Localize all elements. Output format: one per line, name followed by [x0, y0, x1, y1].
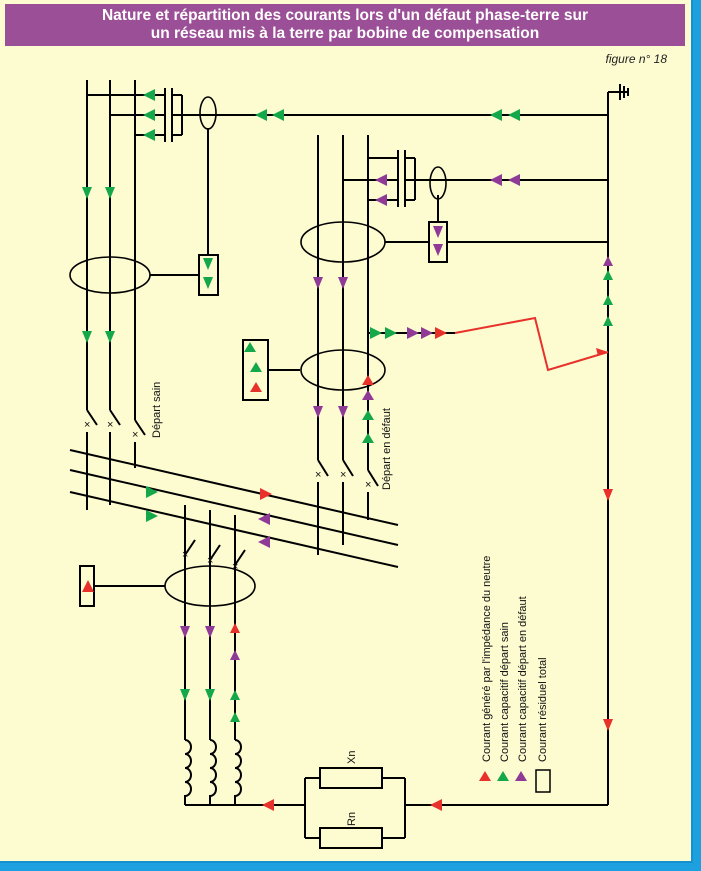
svg-text:×: ×	[315, 469, 321, 481]
svg-text:×: ×	[340, 469, 346, 481]
label-xn: Xn	[346, 751, 358, 764]
figure-number: figure n° 18	[605, 52, 667, 66]
legend-residual: Courant résiduel total	[537, 657, 549, 762]
circuit-diagram: × × × × × × × × × Départ sain Départ en …	[69, 80, 629, 849]
legend-healthy: Courant capacitif départ sain	[499, 622, 511, 762]
label-rn: Rn	[346, 812, 358, 826]
svg-text:×: ×	[84, 419, 90, 431]
svg-text:×: ×	[132, 429, 138, 441]
svg-text:×: ×	[207, 555, 213, 567]
title-line-1: Nature et répartition des courants lors …	[101, 7, 588, 24]
title-line-2: un réseau mis à la terre par bobine de c…	[150, 25, 540, 42]
label-depart-defaut: Départ en défaut	[381, 408, 393, 490]
svg-text:×: ×	[232, 561, 238, 573]
legend-faulty: Courant capacitif départ en défaut	[517, 596, 529, 762]
svg-text:×: ×	[182, 549, 188, 561]
label-depart-sain: Départ sain	[151, 382, 163, 438]
figure-title: Nature et répartition des courants lors …	[5, 4, 685, 46]
svg-text:×: ×	[107, 419, 113, 431]
svg-text:×: ×	[365, 479, 371, 491]
legend-neutral: Courant généré par l'impédance du neutre	[481, 556, 493, 762]
figure-frame: Nature et répartition des courants lors …	[0, 0, 693, 863]
